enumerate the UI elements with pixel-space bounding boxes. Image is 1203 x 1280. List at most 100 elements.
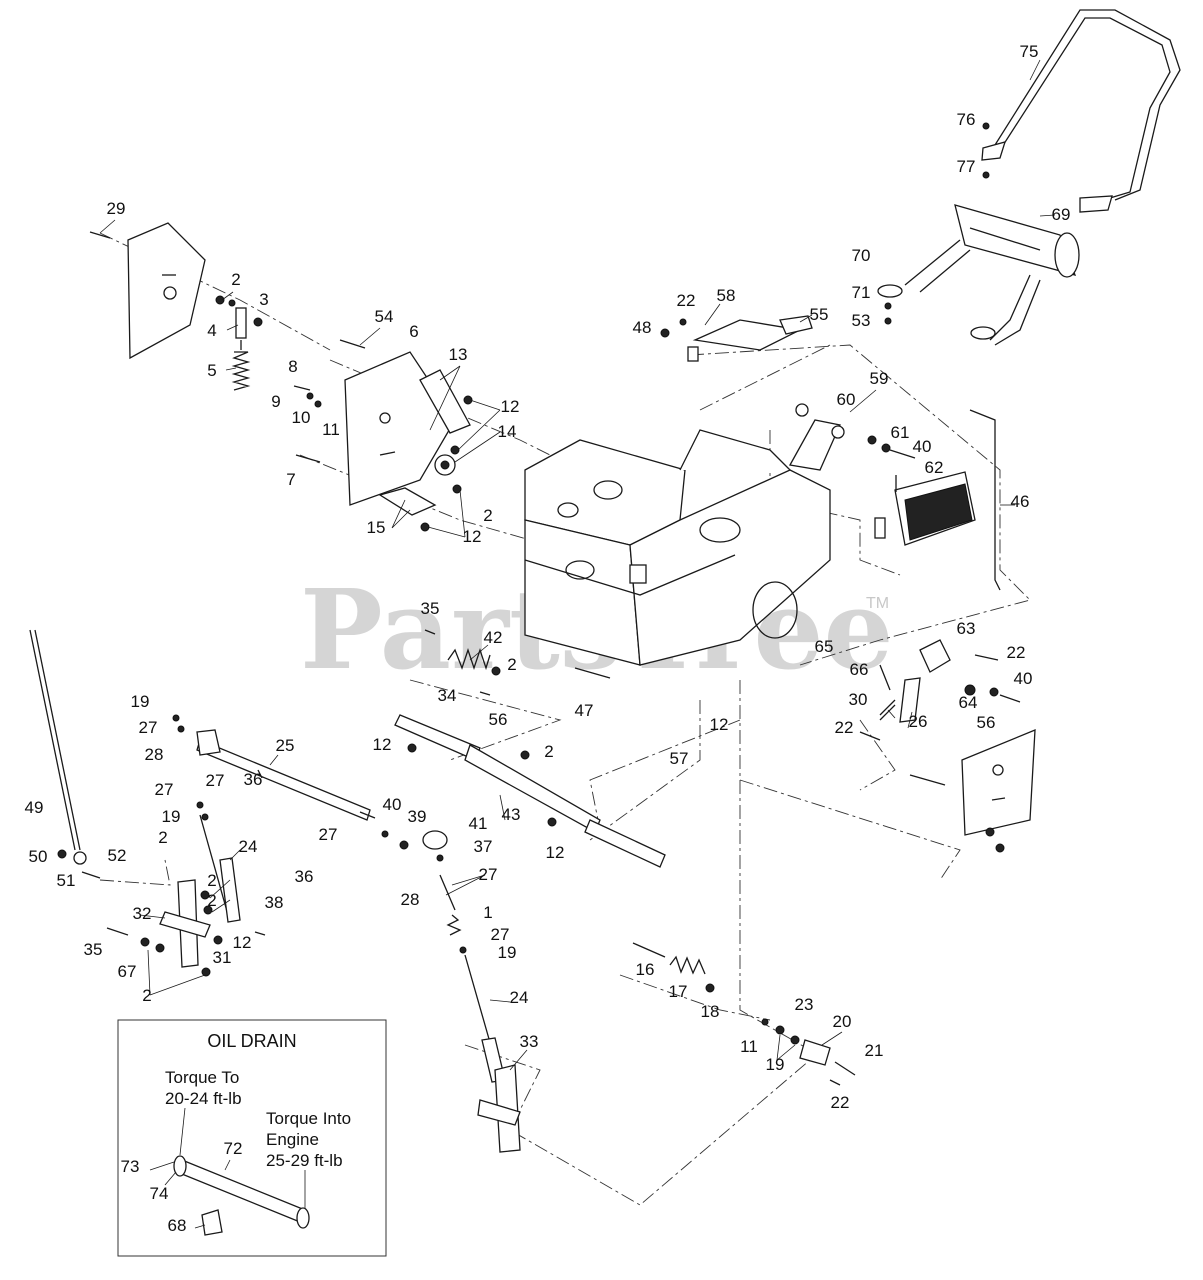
callout-2: 2: [207, 871, 216, 890]
callout-54: 54: [375, 307, 394, 326]
callout-48: 48: [633, 318, 652, 337]
torque-to-label: Torque To: [165, 1068, 239, 1087]
callout-43: 43: [502, 805, 521, 824]
callout-61: 61: [891, 423, 910, 442]
callout-41: 41: [469, 814, 488, 833]
pivot-bracket-right: [788, 403, 916, 471]
callout-39: 39: [408, 807, 427, 826]
callout-35: 35: [421, 599, 440, 618]
callout-64: 64: [959, 693, 978, 712]
inset-callout-73: 73: [121, 1157, 140, 1176]
left-mounting-plate: [89, 222, 206, 360]
callout-15: 15: [367, 518, 386, 537]
long-rod-49: [29, 629, 101, 879]
callout-32: 32: [133, 904, 152, 923]
inset-callout-72: 72: [224, 1139, 243, 1158]
callout-22: 22: [677, 291, 696, 310]
callout-2: 2: [142, 986, 151, 1005]
callout-13: 13: [449, 345, 468, 364]
lower-center-bracket: [477, 1064, 521, 1153]
callout-25: 25: [276, 736, 295, 755]
callout-69: 69: [1052, 205, 1071, 224]
right-side-plate: [909, 729, 1036, 853]
callout-49: 49: [25, 798, 44, 817]
torque-into-label: Torque Into: [266, 1109, 351, 1128]
callout-31: 31: [213, 948, 232, 967]
callout-40: 40: [913, 437, 932, 456]
callout-40: 40: [383, 795, 402, 814]
inset-callout-74: 74: [150, 1184, 169, 1203]
drain-plug-73: [173, 1155, 187, 1177]
callout-24: 24: [510, 988, 529, 1007]
callout-27: 27: [491, 925, 510, 944]
callout-2: 2: [483, 506, 492, 525]
callout-57: 57: [670, 749, 689, 768]
battery: [874, 471, 976, 546]
callout-27: 27: [206, 771, 225, 790]
callout-56: 56: [489, 710, 508, 729]
leader-lines: [99, 59, 1056, 1071]
callout-4: 4: [207, 321, 216, 340]
callout-46: 46: [1011, 492, 1030, 511]
torque-into-value: 25-29 ft-lb: [266, 1151, 343, 1170]
callout-18: 18: [701, 1002, 720, 1021]
callout-20: 20: [833, 1012, 852, 1031]
spring-bracket: [215, 295, 263, 391]
callout-34: 34: [438, 686, 457, 705]
callout-50: 50: [29, 847, 48, 866]
control-lever-43: [394, 714, 666, 868]
torque-to-value: 20-24 ft-lb: [165, 1089, 242, 1108]
callout-52: 52: [108, 846, 127, 865]
callout-11: 11: [740, 1037, 758, 1056]
lower-left-bracket: [106, 879, 266, 977]
inset-frame: [117, 1019, 387, 1257]
callout-23: 23: [795, 995, 814, 1014]
torque-into-engine: Engine: [266, 1130, 319, 1149]
callout-58: 58: [717, 286, 736, 305]
callout-63: 63: [957, 619, 976, 638]
rod-24-center: [439, 874, 506, 1083]
callout-12: 12: [710, 715, 729, 734]
callout-8: 8: [288, 357, 297, 376]
callout-26: 26: [909, 712, 928, 731]
callout-17: 17: [669, 982, 688, 1001]
callout-2: 2: [207, 891, 216, 910]
oil-drain-inset: OIL DRAIN Torque To 20-24 ft-lb Torque I…: [117, 1019, 387, 1257]
callout-16: 16: [636, 960, 655, 979]
callout-51: 51: [57, 871, 76, 890]
callout-19: 19: [162, 807, 181, 826]
callout-40: 40: [1014, 669, 1033, 688]
callout-62: 62: [925, 458, 944, 477]
rod-24-left: [172, 714, 241, 923]
callout-2: 2: [507, 655, 516, 674]
callout-27: 27: [139, 718, 158, 737]
callout-76: 76: [957, 110, 976, 129]
callout-12: 12: [233, 933, 252, 952]
callout-22: 22: [831, 1093, 850, 1112]
callout-3: 3: [259, 290, 268, 309]
drain-cap-68: [201, 1209, 223, 1236]
inset-title: OIL DRAIN: [207, 1031, 296, 1051]
watermark-trademark: TM: [866, 595, 889, 612]
chassis-frame: [524, 429, 831, 666]
callout-27: 27: [319, 825, 338, 844]
callout-35: 35: [84, 940, 103, 959]
callout-6: 6: [409, 322, 418, 341]
callout-7: 7: [286, 470, 295, 489]
callout-12: 12: [463, 527, 482, 546]
callout-19: 19: [131, 692, 150, 711]
throttle-knob: [422, 830, 448, 862]
callout-24: 24: [239, 837, 258, 856]
callout-65: 65: [815, 637, 834, 656]
callout-77: 77: [957, 157, 976, 176]
callout-53: 53: [852, 311, 871, 330]
callout-21: 21: [865, 1041, 884, 1060]
callout-38: 38: [265, 893, 284, 912]
callout-27: 27: [479, 865, 498, 884]
callout-12: 12: [546, 843, 565, 862]
muffler-guard: [981, 9, 1181, 213]
callout-14: 14: [498, 422, 517, 441]
